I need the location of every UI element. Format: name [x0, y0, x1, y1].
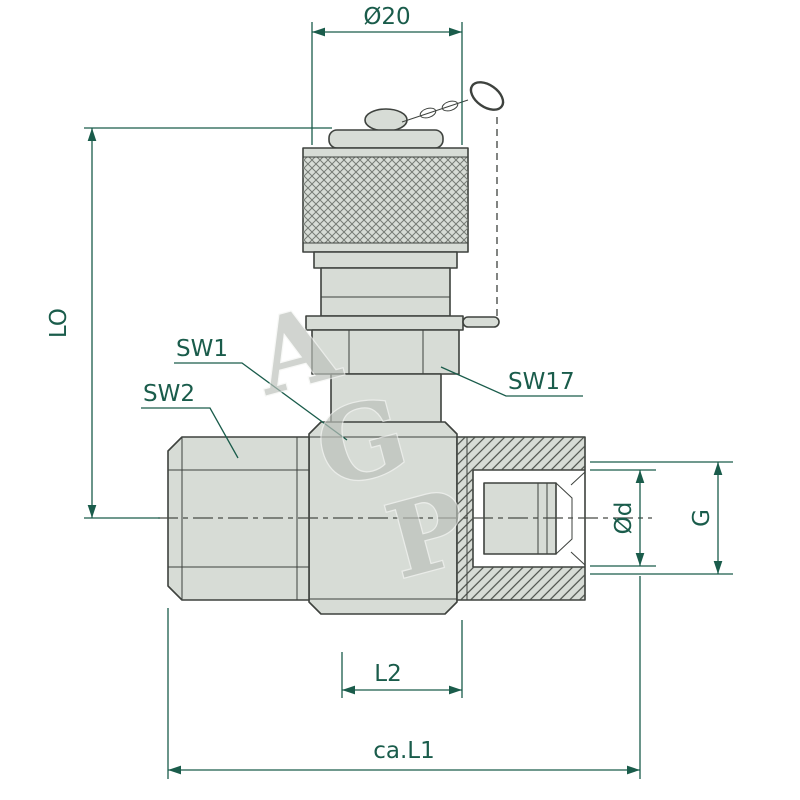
dim-l2-label: L2 [374, 661, 401, 687]
dim-ca-l1: ca.L1 [167, 576, 641, 779]
sw1-text: SW1 [176, 336, 228, 362]
dim-dia20: Ø20 [311, 4, 463, 145]
sw1-leader-line [174, 362, 348, 441]
chain-anchor-pin [462, 316, 500, 328]
right-port-hatching [457, 437, 585, 600]
sw2-leader-line [141, 407, 239, 459]
sw2-text: SW2 [143, 381, 195, 407]
chain-link-icon [419, 107, 437, 119]
sw17-leader-line [440, 366, 583, 397]
cap-knurl-texture [303, 157, 468, 243]
dim-dia20-label: Ø20 [363, 4, 410, 30]
hex-nut-sw17 [311, 329, 460, 424]
sw17-text: SW17 [508, 369, 575, 395]
key-ring-icon [469, 81, 505, 111]
dim-dia-d: Ød [590, 469, 656, 567]
dim-lo: LO [46, 127, 332, 519]
cap-lower-band [313, 251, 458, 269]
label-sw17: SW17 [440, 366, 583, 397]
dim-g: G [590, 461, 733, 575]
connector-neck [330, 373, 442, 424]
port-opening-chamfer [570, 471, 586, 566]
cap-top-plate [328, 129, 444, 149]
protective-cap [302, 108, 500, 331]
dim-lo-label: LO [46, 308, 72, 338]
cap-chain [401, 81, 505, 316]
label-sw2: SW2 [141, 381, 239, 459]
cap-lower-cylinder [320, 267, 451, 317]
dim-dia-d-label: Ød [611, 502, 637, 535]
dim-ca-l1-label: ca.L1 [373, 738, 435, 764]
chain-link-icon [441, 100, 459, 112]
label-sw1: SW1 [174, 336, 348, 441]
cap-dome [364, 108, 408, 132]
dim-l2: L2 [341, 620, 463, 698]
chain-cord-top [401, 99, 469, 123]
dim-g-label: G [689, 509, 715, 527]
